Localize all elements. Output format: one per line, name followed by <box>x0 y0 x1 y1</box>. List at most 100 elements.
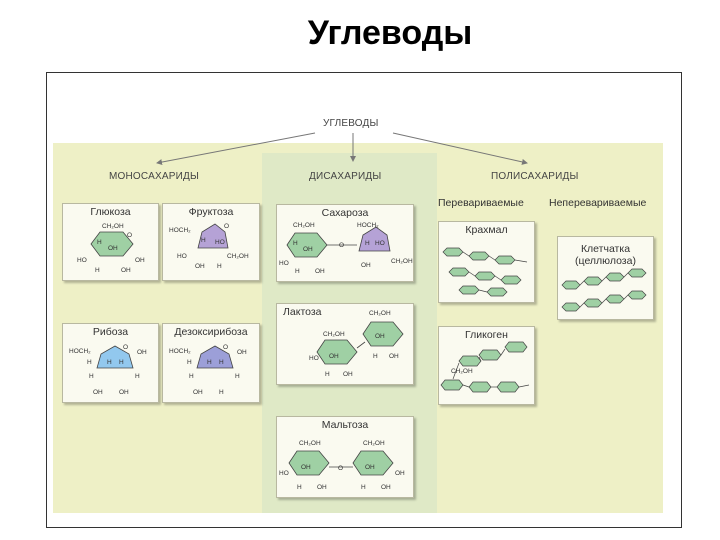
svg-text:H: H <box>97 239 102 246</box>
svg-text:O: O <box>339 242 344 249</box>
sucrose-label: Сахароза <box>321 207 369 219</box>
glycogen-chain: CH₂OH <box>440 341 530 393</box>
svg-text:H: H <box>361 484 366 491</box>
svg-text:H: H <box>189 373 194 380</box>
svg-text:OH: OH <box>329 353 339 360</box>
root-label: УГЛЕВОДЫ <box>323 118 379 129</box>
maltose-label: Мальтоза <box>321 419 369 431</box>
svg-text:CH₂OH: CH₂OH <box>299 440 321 447</box>
starch-label: Крахмал <box>465 224 508 236</box>
svg-text:CH₂OH: CH₂OH <box>227 253 249 260</box>
cellulose-label-line2: (целлюлоза) <box>575 255 636 267</box>
svg-text:H: H <box>207 359 212 366</box>
svg-text:OH: OH <box>119 389 129 396</box>
deoxyribose-structure: HOCH₂ O OH H H H H H OH H <box>169 344 247 396</box>
indigestible-header: Неперевариваемые <box>549 197 647 209</box>
slide-title: Углеводы <box>307 14 473 52</box>
svg-text:H: H <box>217 263 222 270</box>
deoxyribose-label: Дезоксирибоза <box>174 326 248 338</box>
svg-text:O: O <box>123 344 128 351</box>
mono-header: МОНОСАХАРИДЫ <box>109 171 200 182</box>
svg-text:H: H <box>219 359 224 366</box>
svg-text:HO: HO <box>279 260 289 267</box>
sucrose-card: Сахароза O CH₂OH HOCH₂ H OH HO H OH H HO… <box>276 204 414 282</box>
ribose-label: Рибоза <box>92 326 129 338</box>
diagram-frame: УГЛЕВОДЫ МОНОСАХАРИДЫ ДИСАХАРИДЫ ПОЛИСАХ… <box>46 72 682 528</box>
svg-text:O: O <box>127 232 132 239</box>
svg-text:OH: OH <box>193 389 203 396</box>
svg-text:CH₂OH: CH₂OH <box>391 258 413 265</box>
cellulose-card: Клетчатка (целлюлоза) <box>557 236 654 320</box>
svg-text:H: H <box>297 484 302 491</box>
starch-chain <box>442 247 528 297</box>
svg-text:OH: OH <box>361 262 371 269</box>
glucose-card: Глюкоза CH₂OH O H OH HO OH H OH <box>62 203 159 281</box>
svg-text:HO: HO <box>309 355 319 362</box>
svg-text:H: H <box>89 373 94 380</box>
maltose-card: Мальтоза O CH₂OH CH₂OH HO OH OH OH H OH … <box>276 416 414 498</box>
svg-text:OH: OH <box>137 349 147 356</box>
svg-text:OH: OH <box>365 464 375 471</box>
arrow-to-poly <box>392 132 528 165</box>
svg-text:OH: OH <box>317 484 327 491</box>
fructose-label: Фруктоза <box>188 206 234 218</box>
svg-text:CH₂OH: CH₂OH <box>102 223 124 230</box>
svg-text:OH: OH <box>303 246 313 253</box>
hierarchy-arrows <box>156 132 528 166</box>
svg-text:O: O <box>223 344 228 351</box>
svg-text:OH: OH <box>93 389 103 396</box>
lactose-card: Лактоза CH₂OH CH₂OH HO OH H OH OH H OH <box>276 303 414 385</box>
fructose-card: Фруктоза HOCH₂ O H HO HO CH₂OH OH H <box>162 203 260 281</box>
starch-card: Крахмал <box>438 221 535 303</box>
svg-text:HOCH₂: HOCH₂ <box>169 227 191 234</box>
svg-text:OH: OH <box>395 470 405 477</box>
sucrose-structure: O CH₂OH HOCH₂ H OH HO H OH H HO OH CH₂OH <box>279 222 413 275</box>
svg-text:OH: OH <box>121 267 131 274</box>
di-header: ДИСАХАРИДЫ <box>309 171 382 182</box>
svg-text:HO: HO <box>375 240 385 247</box>
deoxyribose-card: Дезоксирибоза HOCH₂ O OH H H H H H OH H <box>162 323 260 403</box>
svg-text:OH: OH <box>195 263 205 270</box>
svg-text:H: H <box>201 237 206 244</box>
cellulose-chain <box>561 268 647 312</box>
glucose-structure: CH₂OH O H OH HO OH H OH <box>77 223 145 274</box>
fructose-structure: HOCH₂ O H HO HO CH₂OH OH H <box>169 223 249 270</box>
svg-text:H: H <box>87 359 92 366</box>
svg-text:HOCH₂: HOCH₂ <box>69 348 91 355</box>
glycogen-label: Гликоген <box>465 329 508 341</box>
svg-text:HO: HO <box>215 239 225 246</box>
svg-text:HO: HO <box>177 253 187 260</box>
svg-text:H: H <box>325 371 330 378</box>
ribose-card: Рибоза HOCH₂ O OH H H H H H OH OH <box>62 323 159 403</box>
poly-header: ПОЛИСАХАРИДЫ <box>491 171 579 182</box>
svg-text:HOCH₂: HOCH₂ <box>357 222 379 229</box>
svg-text:H: H <box>295 268 300 275</box>
cellulose-label-line1: Клетчатка <box>580 243 631 255</box>
svg-text:H: H <box>365 240 370 247</box>
svg-text:OH: OH <box>135 257 145 264</box>
svg-text:HO: HO <box>279 470 289 477</box>
digestible-header: Перевариваемые <box>438 197 524 209</box>
svg-text:H: H <box>119 359 124 366</box>
svg-text:OH: OH <box>389 353 399 360</box>
svg-text:O: O <box>224 223 229 230</box>
svg-text:OH: OH <box>315 268 325 275</box>
svg-text:H: H <box>293 240 298 247</box>
svg-text:OH: OH <box>108 245 118 252</box>
svg-text:CH₂OH: CH₂OH <box>293 222 315 229</box>
svg-text:H: H <box>187 359 192 366</box>
svg-text:H: H <box>95 267 100 274</box>
svg-text:CH₂OH: CH₂OH <box>363 440 385 447</box>
svg-text:O: O <box>338 465 343 472</box>
arrow-to-mono <box>156 132 316 166</box>
lactose-label: Лактоза <box>283 306 322 318</box>
svg-text:HO: HO <box>77 257 87 264</box>
svg-text:H: H <box>135 373 140 380</box>
glycogen-card: Гликоген CH₂OH <box>438 326 535 405</box>
svg-text:CH₂OH: CH₂OH <box>369 310 391 317</box>
svg-text:OH: OH <box>237 349 247 356</box>
svg-text:H: H <box>235 373 240 380</box>
svg-text:CH₂OH: CH₂OH <box>323 331 345 338</box>
svg-text:OH: OH <box>301 464 311 471</box>
svg-text:CH₂OH: CH₂OH <box>451 368 473 375</box>
